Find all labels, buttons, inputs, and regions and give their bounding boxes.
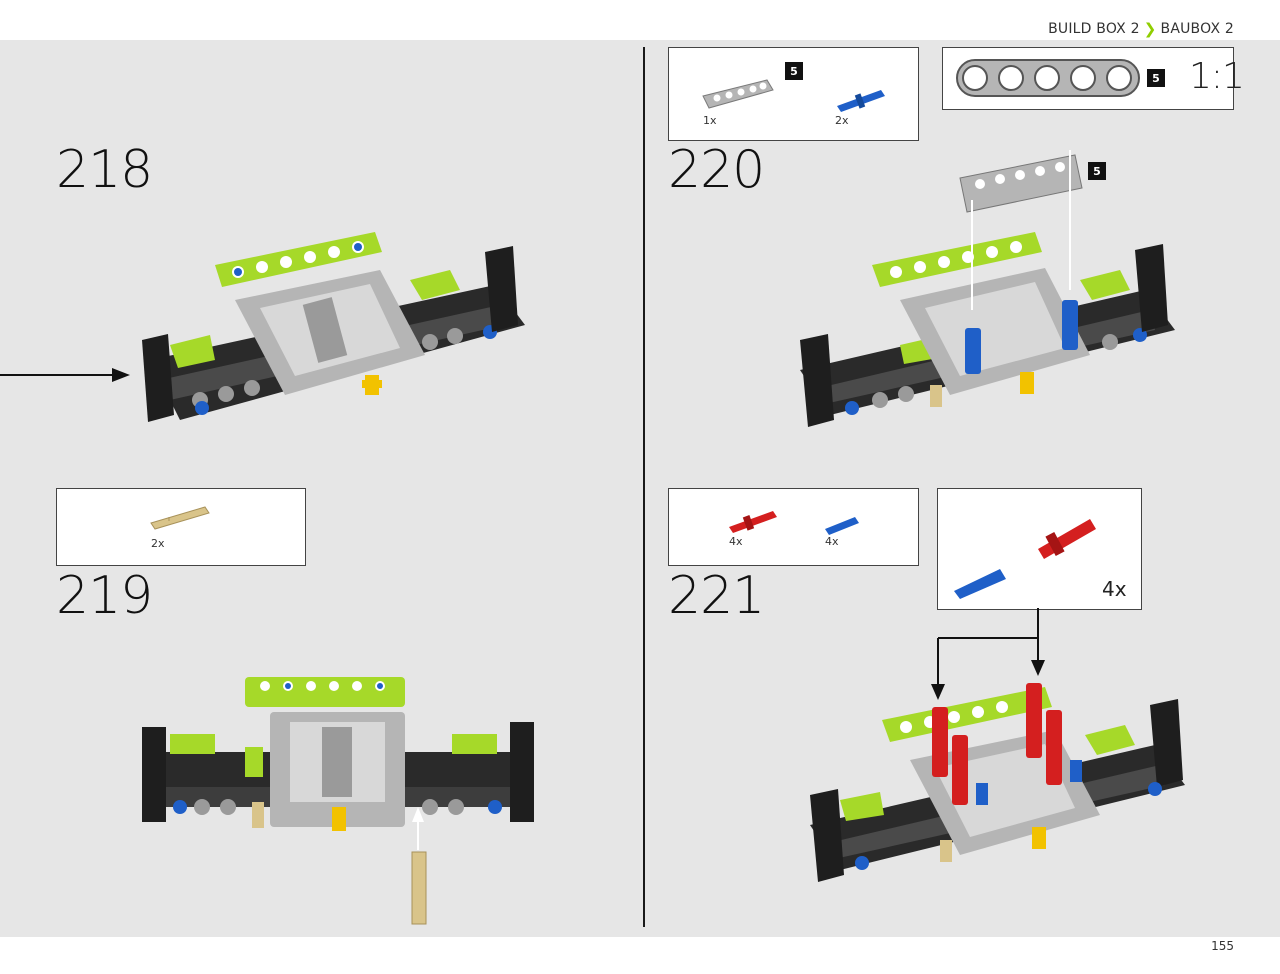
model-step-218-icon (142, 232, 525, 422)
column-divider (643, 47, 645, 927)
part-qty: 2x (835, 114, 849, 127)
part-qty: 4x (729, 535, 743, 548)
breadcrumb: BUILD BOX 2 ❯ BAUBOX 2 (1048, 20, 1234, 38)
step-number-219: 219 (56, 566, 153, 626)
red-axle-pin-icon (729, 511, 777, 533)
beam-5-scale-icon (956, 59, 1140, 97)
blue-pin-icon (825, 517, 859, 535)
beam-length-tag: 5 (1088, 162, 1106, 180)
part-qty: 2x (151, 537, 165, 550)
insertion-arrow-icon (0, 368, 130, 382)
callout-qty: 4x (1102, 577, 1127, 601)
breadcrumb-english: BUILD BOX 2 (1048, 21, 1140, 37)
parts-list-221: 4x 4x (668, 488, 919, 566)
model-step-221-icon (810, 683, 1185, 882)
step-number-218: 218 (56, 140, 153, 200)
page-footer (0, 937, 1280, 974)
page-header: BUILD BOX 2 ❯ BAUBOX 2 (0, 0, 1280, 40)
parts-list-219: 2x (56, 488, 306, 566)
blue-pin-icon (837, 90, 885, 112)
scale-reference-box: 5 1:1 (942, 47, 1245, 110)
part-qty: 4x (825, 535, 839, 548)
step-number-221: 221 (668, 566, 765, 626)
blue-pin-into-red-axle-icon (954, 519, 1096, 599)
parts-list-220: 5 1x 2x (668, 47, 919, 141)
model-step-220-icon (800, 150, 1175, 427)
callout-pointer-arrows (931, 608, 1045, 700)
length-tag: 5 (785, 62, 803, 80)
gray-beam-5-icon (702, 79, 774, 109)
sub-assembly-callout: 4x (937, 488, 1142, 610)
model-step-219-icon (142, 677, 534, 925)
length-tag: 5 (1147, 69, 1165, 87)
breadcrumb-german: BAUBOX 2 (1160, 21, 1234, 37)
chevron-right-icon: ❯ (1143, 20, 1157, 38)
tan-axle-icon (150, 506, 210, 530)
scale-label: 1:1 (1189, 56, 1245, 97)
step-number-220: 220 (668, 140, 765, 200)
part-qty: 1x (703, 114, 717, 127)
page-number: 155 (1211, 939, 1234, 953)
